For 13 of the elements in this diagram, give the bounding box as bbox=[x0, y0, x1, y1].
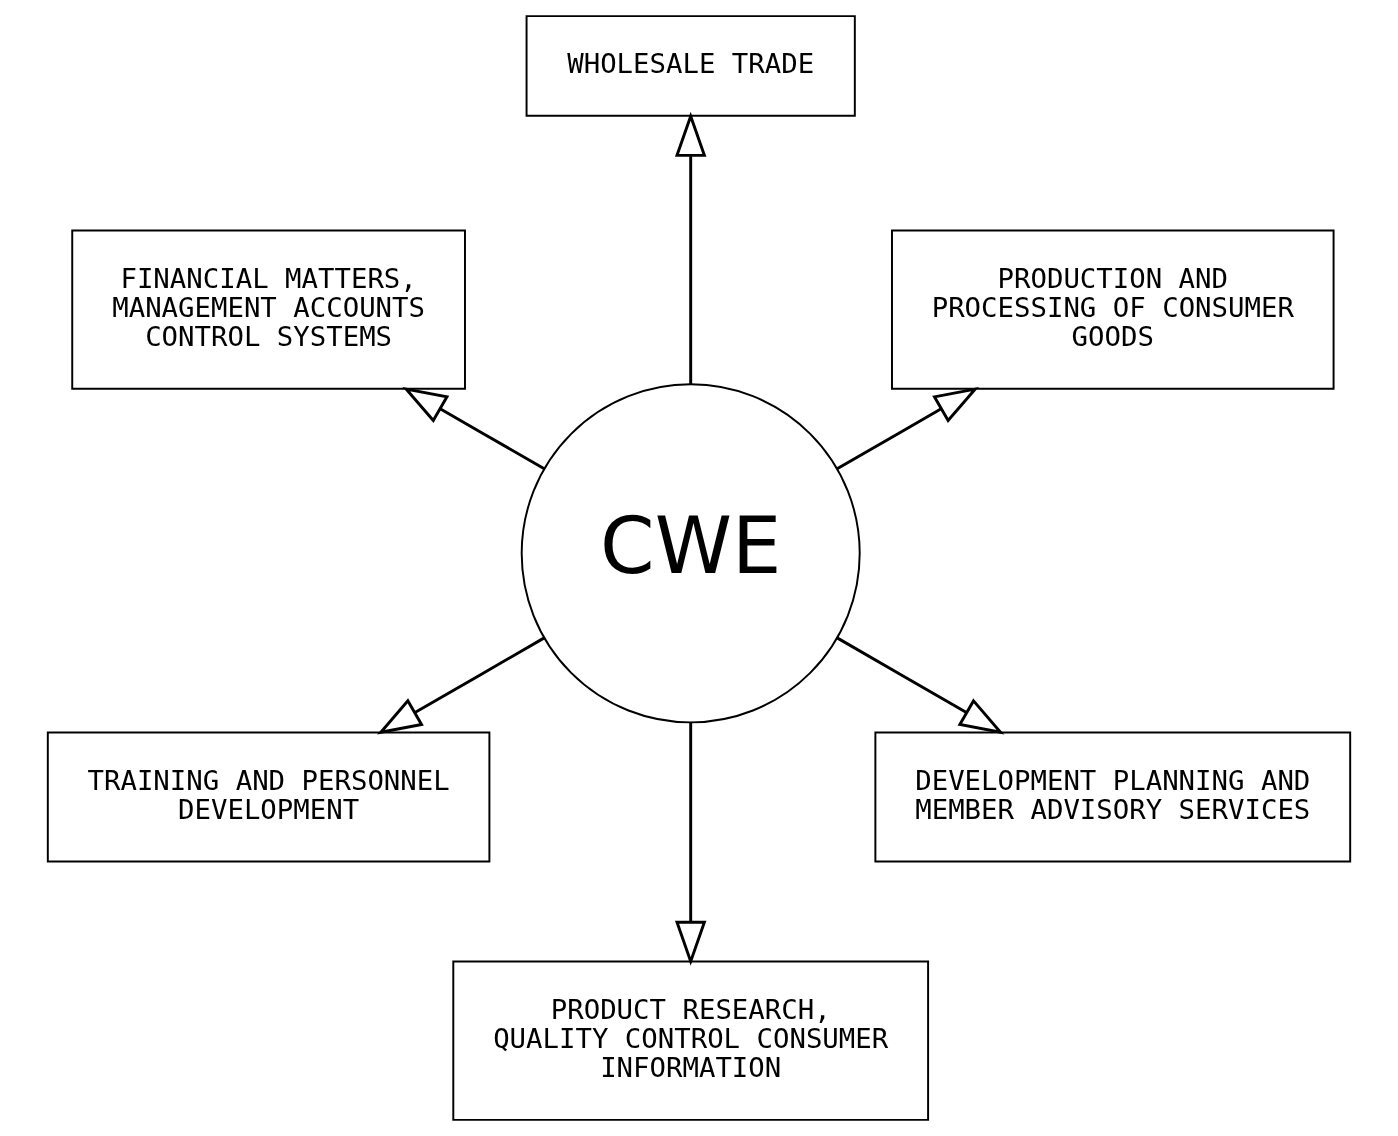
node-circle: CWE bbox=[520, 383, 861, 724]
node-box: PRODUCT RESEARCH, QUALITY CONTROL CONSUMER INFORMATION bbox=[452, 960, 930, 1121]
node-box: PRODUCTION AND PROCESSING OF CONSUMER GOODS bbox=[891, 229, 1335, 390]
node-box: WHOLESALE TRADE bbox=[525, 15, 856, 117]
arrow bbox=[836, 386, 979, 471]
node-box: FINANCIAL MATTERS, MANAGEMENT ACCOUNTS CONTROL SYSTEMS bbox=[71, 229, 466, 390]
arrow bbox=[402, 386, 545, 471]
arrow bbox=[836, 636, 1005, 735]
arrow bbox=[674, 722, 707, 966]
node-box: DEVELOPMENT PLANNING AND MEMBER ADVISORY SERVICES bbox=[874, 731, 1352, 863]
node-box: TRAINING AND PERSONNEL DEVELOPMENT bbox=[46, 731, 491, 863]
arrow bbox=[377, 636, 545, 735]
arrow bbox=[674, 111, 707, 385]
